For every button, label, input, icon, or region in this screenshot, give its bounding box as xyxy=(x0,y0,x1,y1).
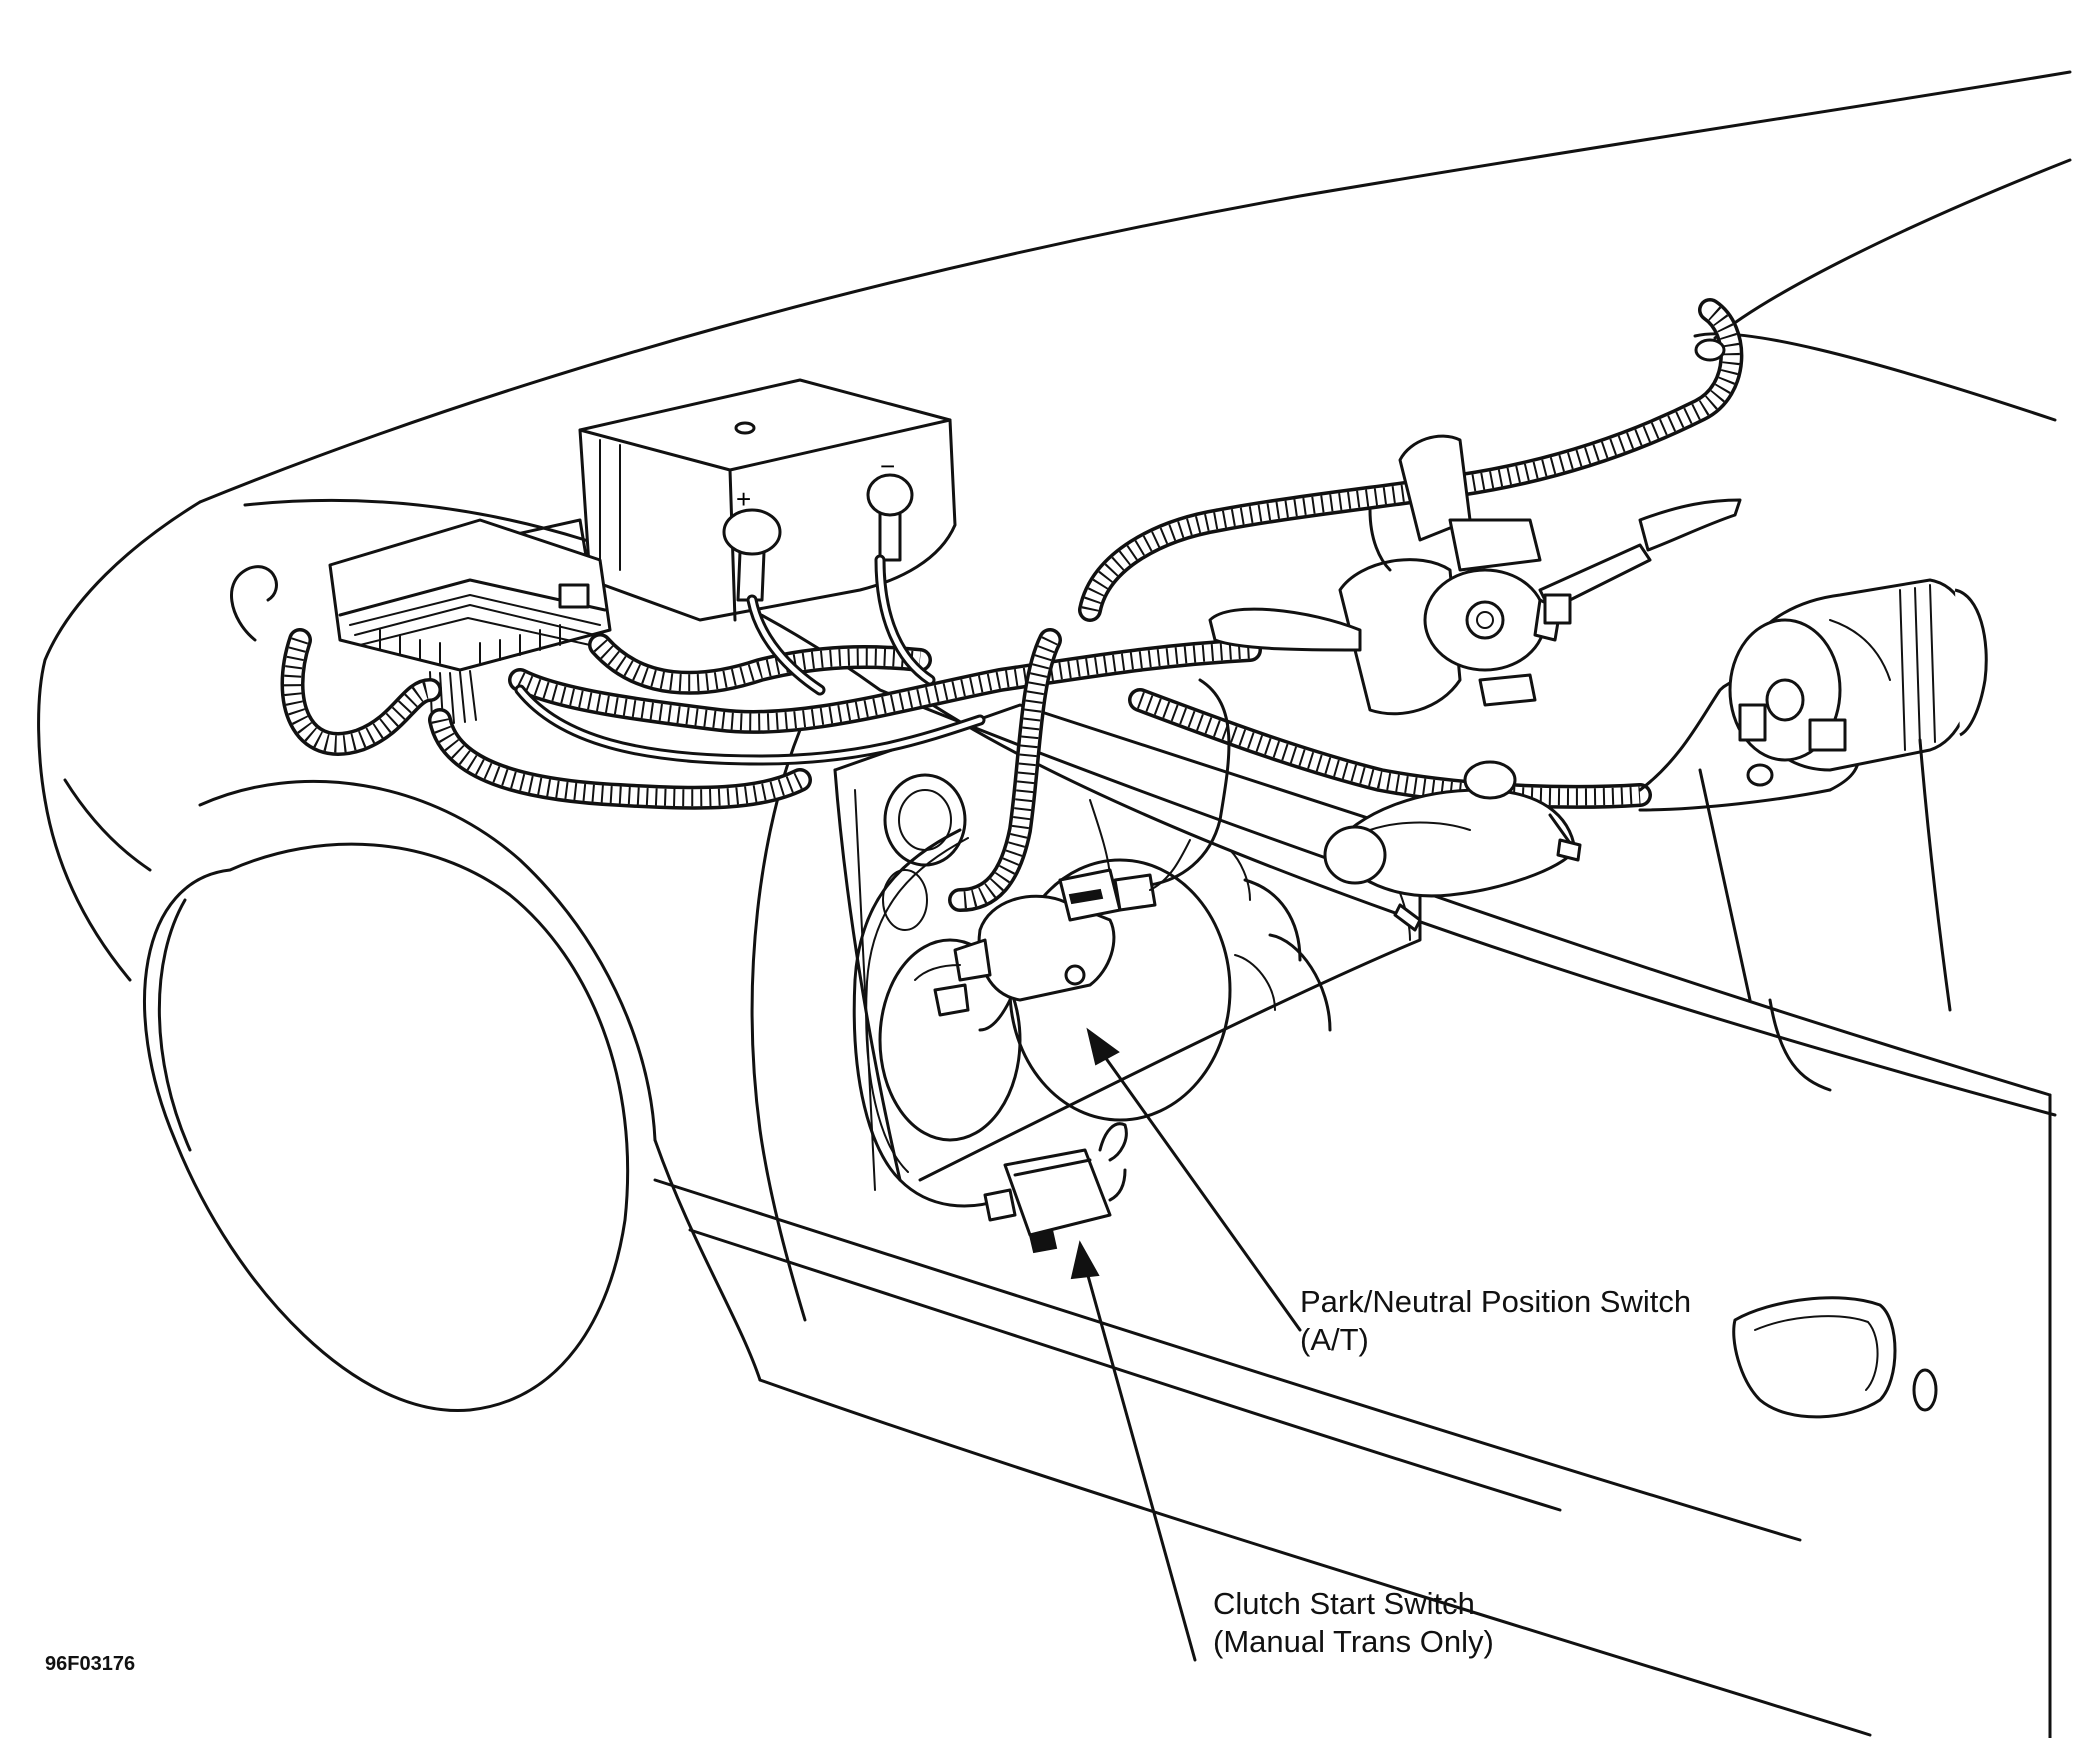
starter-motor xyxy=(1323,760,1582,932)
wires xyxy=(514,554,1862,1208)
fuse-box xyxy=(230,518,612,724)
battery-negative-mark: − xyxy=(880,451,895,481)
park-neutral-switch-assembly xyxy=(914,839,1191,1032)
alternator xyxy=(1698,578,1988,1012)
wiring-harness xyxy=(280,298,1744,912)
clutch-start-switch-connector xyxy=(983,1122,1128,1254)
park-neutral-switch-label-line2: (A/T) xyxy=(1300,1322,1369,1357)
firewall xyxy=(833,703,1422,1191)
battery-positive-mark: + xyxy=(736,484,751,514)
clutch-start-switch-label: Clutch Start Switch (Manual Trans Only) xyxy=(1213,1585,1494,1661)
battery: + − xyxy=(488,378,957,622)
car-body-outline xyxy=(37,70,2072,1738)
clutch-start-switch-label-line2: (Manual Trans Only) xyxy=(1213,1624,1494,1659)
steering-column xyxy=(1208,434,1742,716)
park-neutral-switch-label-line1: Park/Neutral Position Switch xyxy=(1300,1284,1692,1319)
clutch-start-switch-label-line1: Clutch Start Switch xyxy=(1213,1586,1475,1621)
callout-leaders xyxy=(1070,1027,1302,1662)
park-neutral-switch-label: Park/Neutral Position Switch (A/T) xyxy=(1300,1283,1691,1359)
figure-code: 96F03176 xyxy=(45,1653,136,1675)
